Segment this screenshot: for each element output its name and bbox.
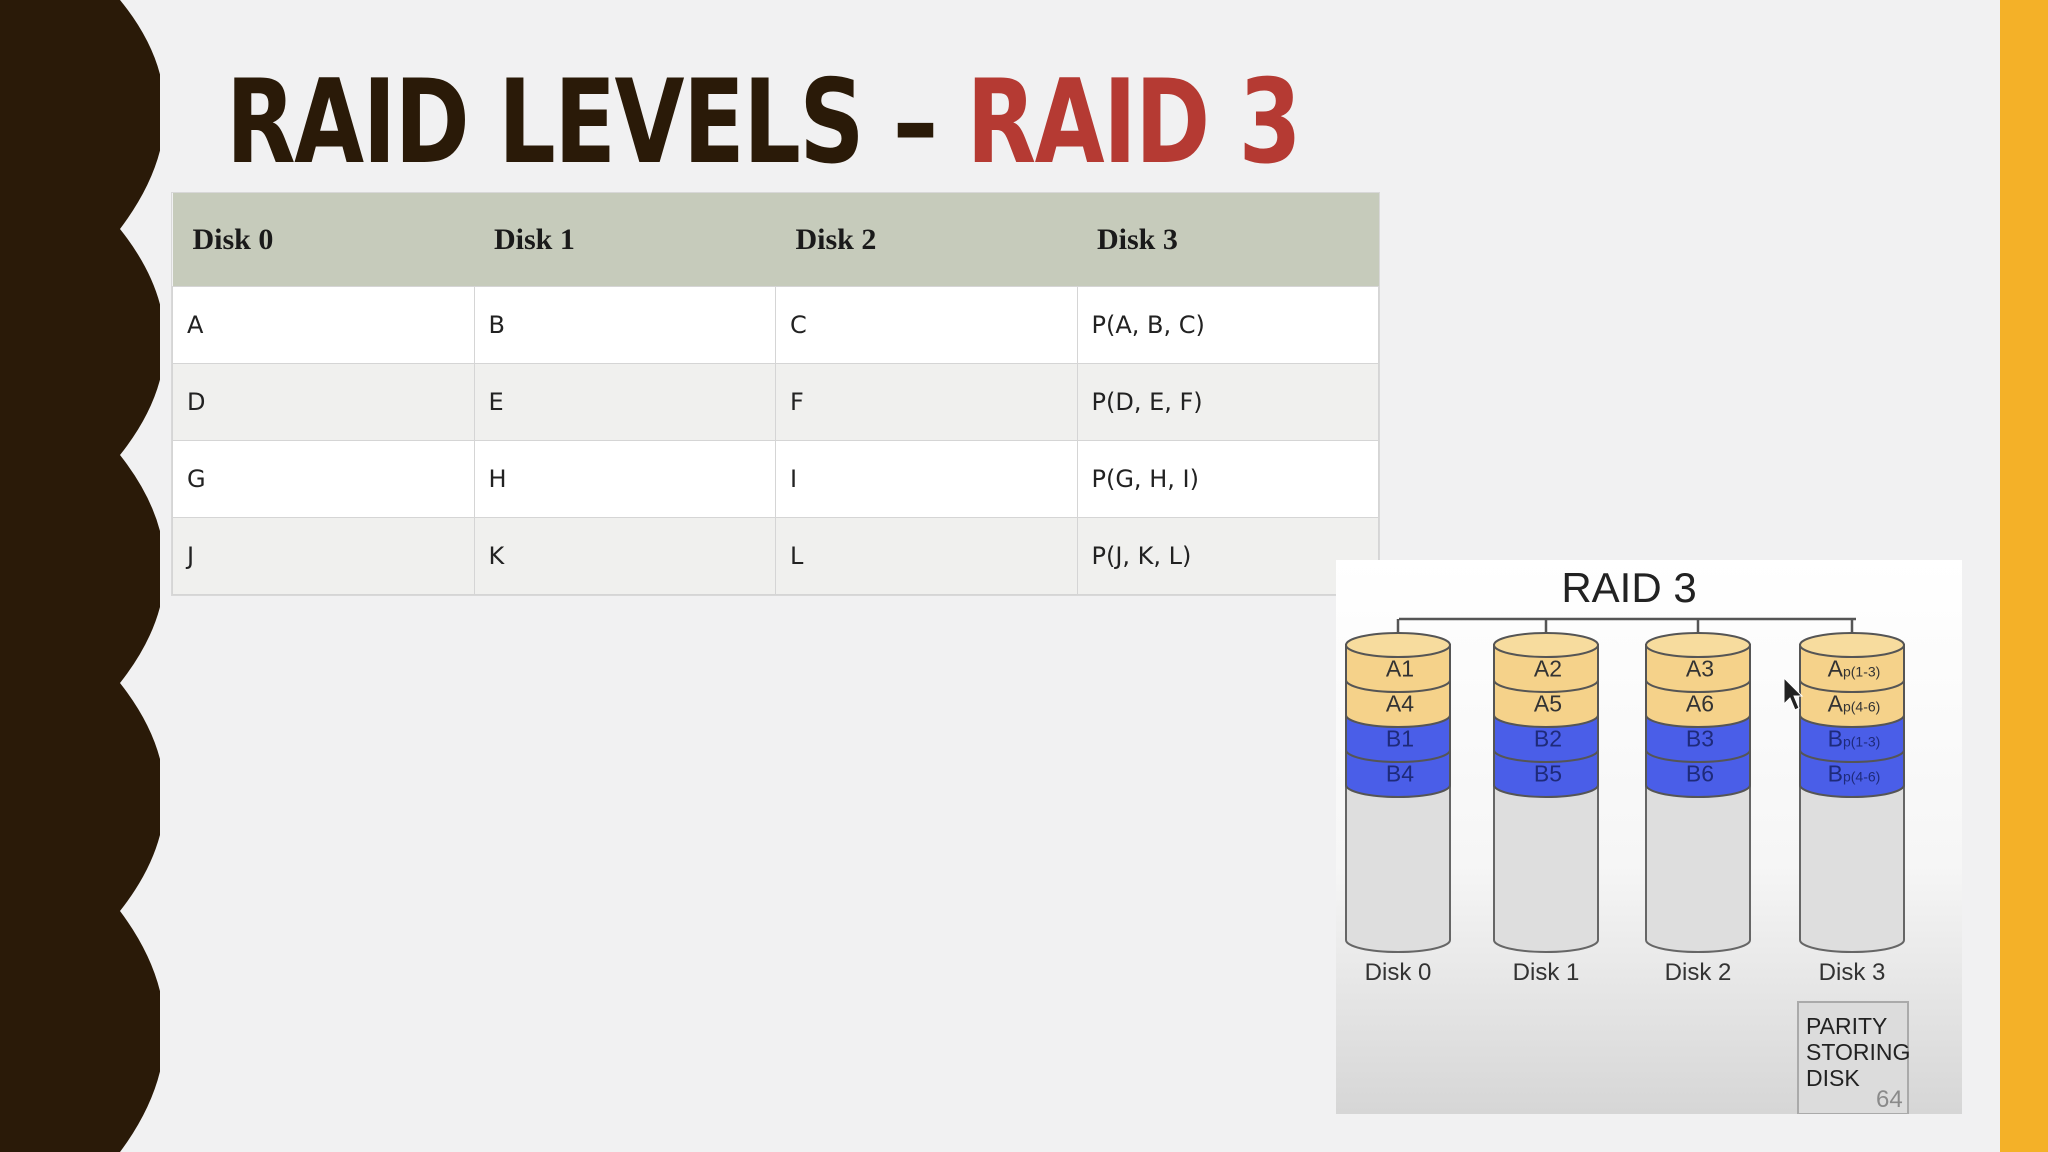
accent-yellow-band [2000,0,2048,1152]
parity-note-line: PARITY [1806,1013,1887,1039]
table-cell: J [172,517,475,595]
disk-top-cap [1345,632,1451,658]
disk-label: Disk 1 [1513,959,1580,986]
disk-block [1493,749,1599,798]
disk-block-sublabel: p(1-3) [1843,734,1880,750]
disk-block [1645,714,1751,763]
disk-block [1345,644,1451,693]
parity-note-line: STORING [1806,1039,1910,1065]
disk-body [1345,784,1451,953]
slide-title-main: RAID LEVELS – [226,55,967,190]
table-row: D E F P(D, E, F) [172,363,1379,441]
disk-top-cap [1493,632,1599,658]
disk-block-label: A4 [1386,691,1414,717]
table-row: G H I P(G, H, I) [172,440,1379,518]
table-header-cell: Disk 3 [1077,193,1379,287]
disk-block [1799,644,1905,693]
disk-block-label: B1 [1386,726,1414,752]
disk-block-label: B5 [1534,761,1562,787]
disk-block-label: A1 [1386,656,1414,682]
disk-label: Disk 0 [1365,959,1432,986]
disk-block-label: A6 [1686,691,1714,717]
disk-block-label: B6 [1686,761,1714,787]
raid3-table: Disk 0 Disk 1 Disk 2 Disk 3 A B C P(A, B… [172,193,1379,595]
table-cell: G [172,440,475,518]
table-cell: C [775,286,1078,364]
disk-block-sublabel: p(1-3) [1843,664,1880,680]
table-cell: D [172,363,475,441]
table-row: A B C P(A, B, C) [172,286,1379,364]
disk-block [1645,679,1751,728]
disk-cylinder: Ap(1-3)Ap(4-6)Bp(1-3)Bp(4-6)Disk 3 [1799,632,1905,986]
table-cell: K [473,517,776,595]
disk-top-cap [1799,632,1905,658]
disk-block [1799,714,1905,763]
disk-top-cap [1645,632,1751,658]
disk-block [1645,644,1751,693]
disk-block [1345,749,1451,798]
disk-block [1799,679,1905,728]
disk-block-label: B2 [1534,726,1562,752]
disk-block-label: B3 [1686,726,1714,752]
disk-label: Disk 2 [1665,959,1732,986]
disk-block [1799,749,1905,798]
table-cell: L [775,517,1078,595]
table-header-cell: Disk 2 [775,193,1077,287]
disk-label: Disk 3 [1819,959,1886,986]
disk-block [1345,679,1451,728]
parity-note-line: DISK [1806,1065,1860,1091]
table-cell: P(G, H, I) [1076,440,1379,518]
disk-block [1345,714,1451,763]
disk-block-label: B4 [1386,761,1414,787]
table-cell: P(D, E, F) [1076,363,1379,441]
table-cell: F [775,363,1078,441]
disk-block [1493,644,1599,693]
cursor-icon [1783,676,1804,711]
disk-block-label: A2 [1534,656,1562,682]
decorative-wavy-band [0,0,160,1152]
diagram-title: RAID 3 [1561,564,1696,611]
parity-note-box [1797,1001,1909,1114]
disk-block [1645,749,1751,798]
disk-block [1493,714,1599,763]
table-cell: P(J, K, L) [1076,517,1379,595]
slide-number: 64 [1876,1086,1903,1113]
disk-block-label: A5 [1534,691,1562,717]
disk-block-label: A3 [1686,656,1714,682]
table-header-cell: Disk 1 [474,193,776,287]
table-cell: E [473,363,776,441]
table-cell: P(A, B, C) [1076,286,1379,364]
table-row: J K L P(J, K, L) [172,517,1379,595]
slide-title: RAID LEVELS – RAID 3 [226,55,1302,190]
slide-title-accent: RAID 3 [966,55,1301,190]
disk-body [1645,784,1751,953]
disk-body [1493,784,1599,953]
disk-block-sublabel: p(4-6) [1843,699,1880,715]
disk-block-label: Ap(1-3) [1828,656,1881,682]
table-header-cell: Disk 0 [172,193,474,287]
table-header-row: Disk 0 Disk 1 Disk 2 Disk 3 [172,193,1379,287]
table-cell: A [172,286,475,364]
table-cell: I [775,440,1078,518]
table-cell: B [473,286,776,364]
disk-block [1493,679,1599,728]
table-cell: H [473,440,776,518]
disk-body [1799,784,1905,953]
disk-block-sublabel: p(4-6) [1843,769,1880,785]
